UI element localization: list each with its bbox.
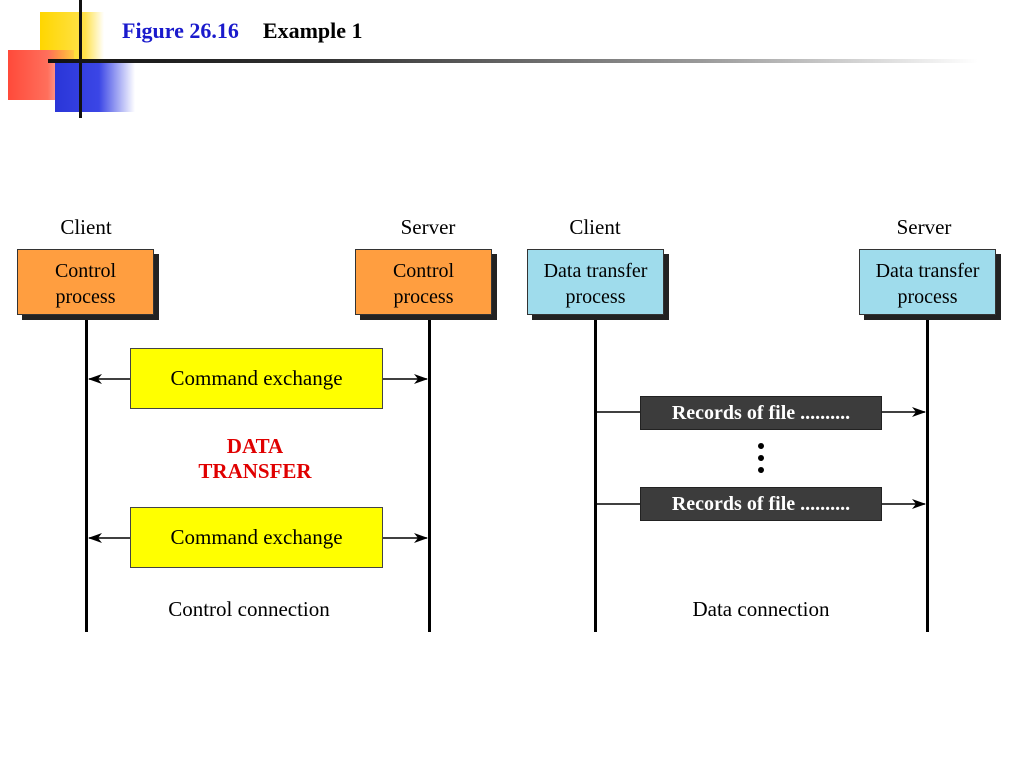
box-line: process (565, 286, 626, 308)
data-server-label: Server (896, 215, 952, 239)
continuation-dot (758, 455, 764, 461)
continuation-dot (758, 467, 764, 473)
title-underline-rule (48, 59, 978, 63)
slide-title: Figure 26.16 Example 1 (122, 18, 363, 44)
command-exchange-box-2: Command exchange (130, 507, 383, 568)
control-client-lifeline (85, 318, 88, 632)
control-client-process-box: Control process (17, 249, 154, 315)
data-transfer-line: TRANSFER (198, 459, 312, 483)
data-server-process-box: Data transfer process (859, 249, 996, 315)
figure-number: Figure 26.16 (122, 18, 239, 43)
box-line: process (897, 286, 958, 308)
data-client-label: Client (569, 215, 621, 239)
data-client-lifeline (594, 318, 597, 632)
command-exchange-box-1: Command exchange (130, 348, 383, 409)
control-connection-label: Control connection (168, 597, 330, 621)
control-server-process-box: Control process (355, 249, 492, 315)
data-connection-label: Data connection (692, 597, 830, 621)
records-of-file-box-2: Records of file .......... (640, 487, 882, 521)
control-server-lifeline (428, 318, 431, 632)
control-client-label: Client (60, 215, 112, 239)
records-of-file-box-1: Records of file .......... (640, 396, 882, 430)
box-line: Control (54, 260, 117, 282)
box-line: Data transfer (875, 260, 980, 282)
box-line: Data transfer (543, 260, 648, 282)
figure-title: Example 1 (262, 18, 363, 43)
box-line: process (393, 286, 454, 308)
control-server-label: Server (400, 215, 456, 239)
data-server-lifeline (926, 318, 929, 632)
box-line: process (55, 286, 116, 308)
data-client-process-box: Data transfer process (527, 249, 664, 315)
corner-decoration-blue (55, 62, 135, 112)
box-line: Control (392, 260, 455, 282)
data-transfer-line: DATA (226, 434, 284, 458)
continuation-dot (758, 443, 764, 449)
data-transfer-label: DATA TRANSFER (180, 434, 330, 484)
